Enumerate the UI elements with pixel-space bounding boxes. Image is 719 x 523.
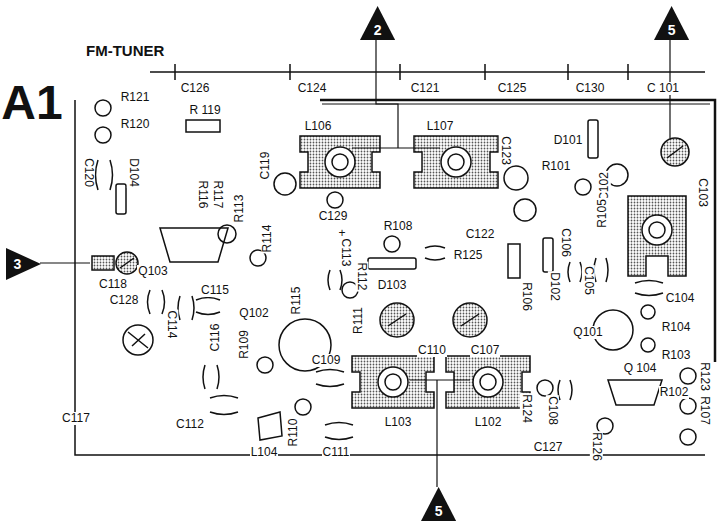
part-label: C123 xyxy=(499,135,512,166)
part-label: R112 xyxy=(355,261,368,291)
part-label: C116 xyxy=(209,322,222,352)
part-label: R106 xyxy=(520,281,533,312)
part-label: L102 xyxy=(474,416,503,429)
triangle-shape xyxy=(6,248,41,280)
part-label: Q103 xyxy=(137,265,168,278)
callout-number: 3 xyxy=(6,256,29,272)
part-label: C119 xyxy=(259,150,272,180)
part-label: R124 xyxy=(520,393,533,424)
part-label: C106 xyxy=(559,227,572,258)
part-label: R113 xyxy=(233,193,246,223)
part-label: L104 xyxy=(250,446,279,459)
part-label: L103 xyxy=(384,416,413,429)
part-label: R 119 xyxy=(188,104,221,117)
part-label: C126 xyxy=(180,82,211,95)
callout-triangle: 3 xyxy=(6,248,41,280)
part-label: D101 xyxy=(553,134,584,147)
part-label: C120 xyxy=(82,157,95,188)
part-label: R117 xyxy=(211,179,224,209)
part-label: R115 xyxy=(290,285,303,315)
part-label: C117 xyxy=(61,412,91,425)
callout-triangle: 5 xyxy=(654,6,689,40)
part-label: R108 xyxy=(383,220,414,233)
part-label: R107 xyxy=(698,395,711,426)
part-label: R121 xyxy=(120,91,151,104)
part-label: R102 xyxy=(659,386,690,399)
part-label: R116 xyxy=(196,179,209,209)
part-label: L106 xyxy=(304,120,333,133)
part-label: C112 xyxy=(175,418,205,431)
part-label: R120 xyxy=(120,118,151,131)
part-label: R126 xyxy=(590,431,603,462)
callout-triangle: 5 xyxy=(421,487,456,521)
part-label: C121 xyxy=(410,82,441,95)
part-label: R101 xyxy=(541,160,572,173)
part-label: C111 xyxy=(322,446,351,459)
part-label: Q102 xyxy=(238,307,269,320)
part-label: C 101 xyxy=(646,82,680,95)
part-label: C104 xyxy=(665,292,696,305)
part-label: C114 xyxy=(165,309,178,339)
part-label: R123 xyxy=(698,361,711,392)
part-label: R109 xyxy=(238,329,251,360)
part-label: D102 xyxy=(548,271,561,302)
part-label: C105 xyxy=(582,265,595,296)
part-label: C110 xyxy=(417,344,447,357)
callout-number: 2 xyxy=(360,22,395,38)
part-label: D103 xyxy=(377,279,408,292)
part-label: C113 xyxy=(339,237,352,267)
part-label: C108 xyxy=(546,395,559,426)
part-label: C129 xyxy=(318,210,349,223)
part-label: R110 xyxy=(287,417,300,447)
part-label: C122 xyxy=(465,228,496,241)
part-label: Q101 xyxy=(572,326,603,339)
callout-triangle: 2 xyxy=(360,6,395,40)
board-id: A1 xyxy=(0,78,63,128)
part-label: C115 xyxy=(200,284,230,297)
part-label: C118 xyxy=(98,278,128,291)
part-label: D104 xyxy=(127,157,140,188)
callout-number: 5 xyxy=(421,503,456,519)
part-label: R105 xyxy=(596,198,609,229)
part-label: C103 xyxy=(696,177,709,208)
part-label: C130 xyxy=(575,82,606,95)
part-label: R104 xyxy=(661,321,692,334)
part-label: Q 104 xyxy=(623,362,658,375)
part-label: C125 xyxy=(497,82,528,95)
part-label: C109 xyxy=(311,354,342,367)
part-label: R111 xyxy=(352,306,365,335)
part-label: C102 xyxy=(598,171,611,202)
part-label: R125 xyxy=(453,249,484,262)
board-title: FM-TUNER xyxy=(86,42,164,59)
part-label: R103 xyxy=(661,349,692,362)
part-label: C124 xyxy=(297,82,328,95)
part-label: C107 xyxy=(470,344,501,357)
part-label: C128 xyxy=(109,294,140,307)
part-label: L107 xyxy=(426,120,455,133)
part-label: R114 xyxy=(261,223,274,253)
callout-number: 5 xyxy=(654,22,689,38)
part-label: C127 xyxy=(533,441,564,454)
